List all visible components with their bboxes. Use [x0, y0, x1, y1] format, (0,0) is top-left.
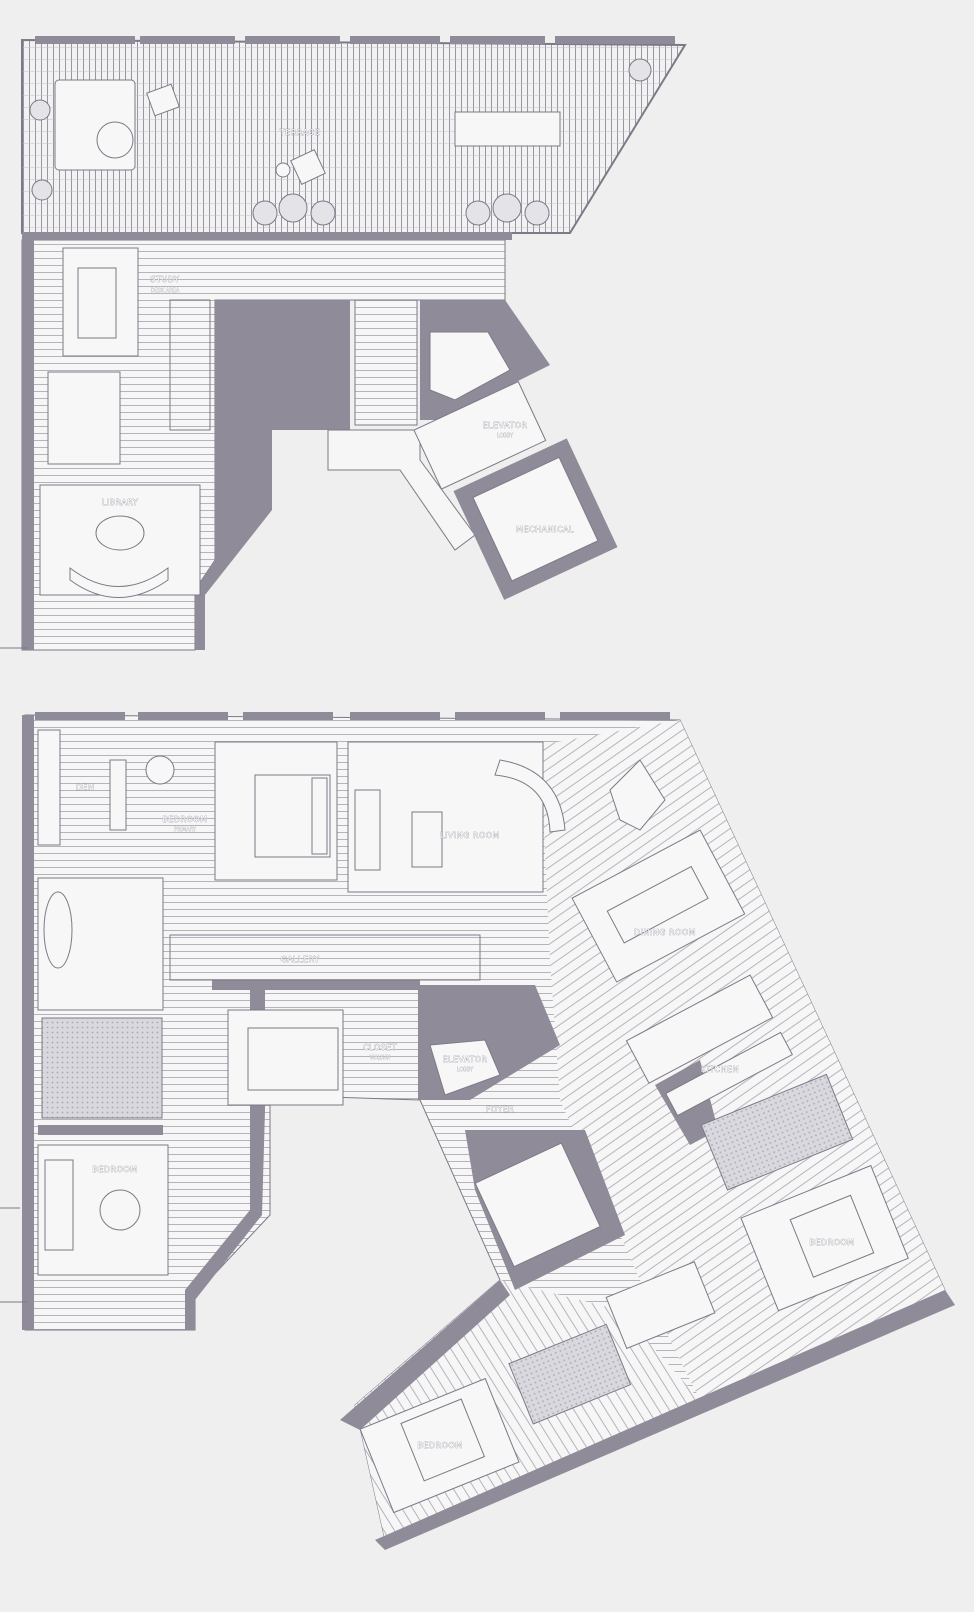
room-label-dining: DINING ROOM — [634, 928, 696, 937]
bedroom-2-bed — [789, 1194, 875, 1278]
living-table — [411, 811, 443, 868]
dining-table — [606, 865, 709, 944]
room-label-elevator-lower: ELEVATOR — [442, 1055, 487, 1064]
laundry — [605, 1261, 716, 1350]
primary-shower — [41, 1017, 163, 1119]
room-label-gallery: GALLERY — [280, 955, 319, 964]
piano — [609, 759, 666, 831]
lower-window-rail — [35, 712, 670, 720]
room-label-bedroom-primary: BEDROOM — [162, 815, 207, 824]
upper-level: TERRACE STUDY DESK AREA LIBRARY — [0, 36, 687, 651]
room-label-foyer: FOYER — [486, 1105, 514, 1114]
room-sublabel-study: DESK AREA — [151, 288, 180, 294]
library-sofa — [69, 566, 169, 598]
upper-powder-room — [47, 371, 121, 465]
room-sublabel-elevator-lower: LOBBY — [457, 1067, 474, 1073]
bedroom-4-bed — [400, 1398, 486, 1482]
upper-elevator-lobby — [413, 380, 547, 490]
den-cabinet — [109, 759, 127, 831]
upper-stair — [354, 299, 418, 426]
kitchen-island — [625, 974, 774, 1084]
room-label-terrace: TERRACE — [279, 128, 320, 137]
room-label-kitchen: KITCHEN — [701, 1065, 739, 1074]
kitchen-counter — [665, 1031, 793, 1117]
upper-inner-stair — [169, 299, 211, 431]
room-sublabel-bedroom-primary: PRIMARY — [174, 827, 197, 833]
den-shelving — [37, 729, 61, 846]
bath-2 — [700, 1073, 854, 1191]
room-label-elevator-upper: ELEVATOR — [482, 421, 527, 430]
room-label-mechanical: MECHANICAL — [516, 525, 574, 534]
room-label-bedroom-3: BEDROOM — [92, 1165, 137, 1174]
bath-3 — [508, 1323, 632, 1425]
upper-closet — [429, 331, 511, 401]
room-label-living: LIVING ROOM — [440, 831, 500, 840]
room-sublabel-elevator-upper: LOBBY — [497, 433, 514, 439]
lower-level: DEN BEDROOM PRIMARY LIVING ROOM GALLERY … — [0, 712, 955, 1550]
study-table — [77, 267, 117, 339]
library-table — [95, 515, 145, 551]
room-label-den: DEN — [76, 783, 95, 792]
terrace-railing — [35, 36, 675, 44]
bathtub — [43, 891, 73, 969]
room-label-bedroom-4: BEDROOM — [417, 1441, 462, 1450]
room-sublabel-closet: WALK-IN — [370, 1055, 391, 1061]
room-label-study: STUDY — [151, 275, 180, 284]
living-sofa — [354, 789, 381, 871]
terrace-furniture — [54, 79, 561, 185]
living-curved-sofa — [494, 759, 566, 833]
room-label-library: LIBRARY — [102, 498, 138, 507]
gallery — [169, 934, 481, 981]
lower-elevator-lobby — [429, 1039, 501, 1096]
terrace-planters — [29, 58, 652, 226]
room-label-closet: CLOSET — [363, 1043, 397, 1052]
room-label-bedroom-2: BEDROOM — [809, 1238, 854, 1247]
lower-mechanical-core — [474, 1142, 601, 1268]
